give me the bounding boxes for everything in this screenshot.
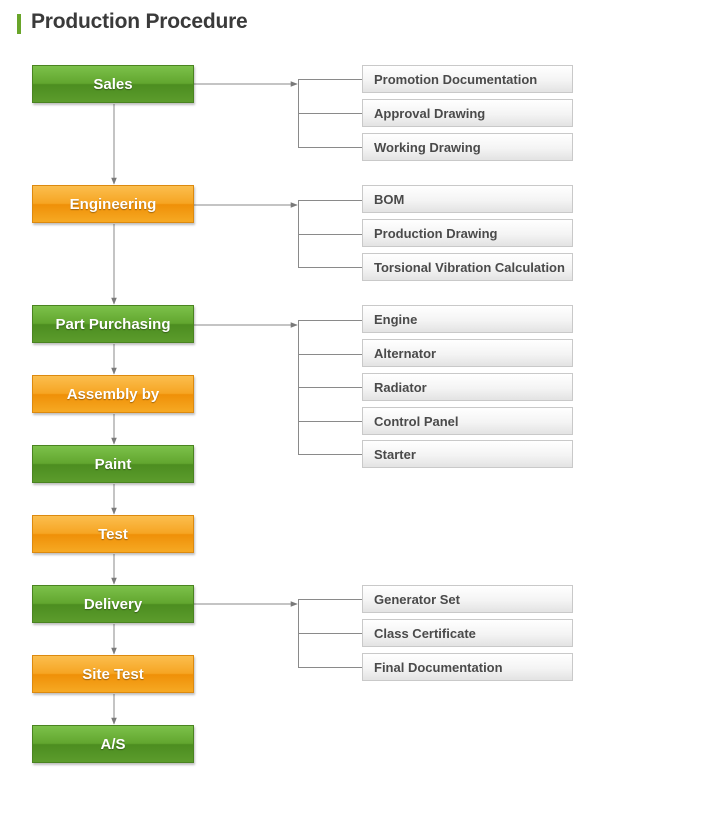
step-paint[interactable]: Paint bbox=[32, 445, 194, 483]
doc-final-documentation[interactable]: Final Documentation bbox=[362, 653, 573, 681]
doc-class-certificate[interactable]: Class Certificate bbox=[362, 619, 573, 647]
step-sales[interactable]: Sales bbox=[32, 65, 194, 103]
doc-working-drawing[interactable]: Working Drawing bbox=[362, 133, 573, 161]
doc-bom[interactable]: BOM bbox=[362, 185, 573, 213]
step-as[interactable]: A/S bbox=[32, 725, 194, 763]
step-test[interactable]: Test bbox=[32, 515, 194, 553]
doc-engine[interactable]: Engine bbox=[362, 305, 573, 333]
doc-approval-drawing[interactable]: Approval Drawing bbox=[362, 99, 573, 127]
doc-control-panel[interactable]: Control Panel bbox=[362, 407, 573, 435]
doc-radiator[interactable]: Radiator bbox=[362, 373, 573, 401]
doc-torsional-vibration[interactable]: Torsional Vibration Calculation bbox=[362, 253, 573, 281]
page-title: Production Procedure bbox=[31, 10, 248, 33]
doc-generator-set[interactable]: Generator Set bbox=[362, 585, 573, 613]
step-engineering[interactable]: Engineering bbox=[32, 185, 194, 223]
doc-starter[interactable]: Starter bbox=[362, 440, 573, 468]
step-delivery[interactable]: Delivery bbox=[32, 585, 194, 623]
doc-alternator[interactable]: Alternator bbox=[362, 339, 573, 367]
step-site-test[interactable]: Site Test bbox=[32, 655, 194, 693]
title-accent-bar bbox=[17, 14, 21, 34]
step-part-purchasing[interactable]: Part Purchasing bbox=[32, 305, 194, 343]
step-assembly[interactable]: Assembly by bbox=[32, 375, 194, 413]
doc-promotion-documentation[interactable]: Promotion Documentation bbox=[362, 65, 573, 93]
doc-production-drawing[interactable]: Production Drawing bbox=[362, 219, 573, 247]
